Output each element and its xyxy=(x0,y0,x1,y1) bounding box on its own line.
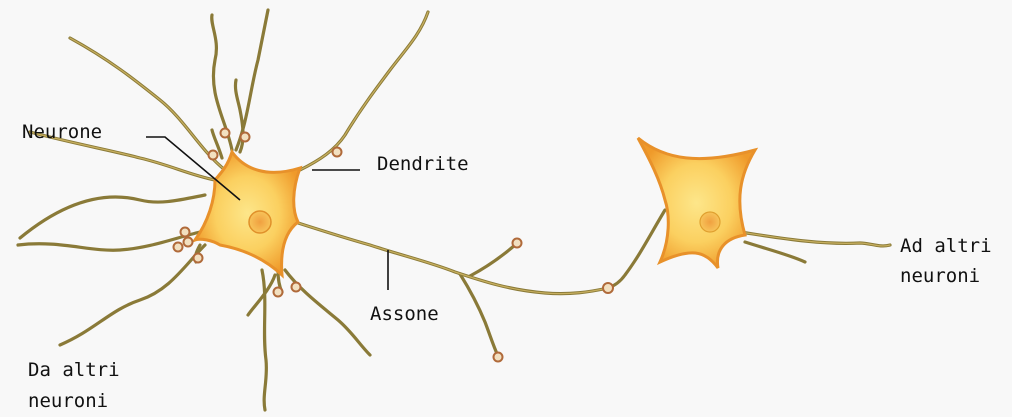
label-ad-altri-1: Ad altri xyxy=(900,235,992,257)
axon-main xyxy=(295,222,608,294)
synapse-terminal xyxy=(494,353,503,362)
dendrite-upper-left xyxy=(70,38,225,170)
synapse-terminal xyxy=(513,239,522,248)
label-ad-altri-2: neuroni xyxy=(900,265,980,287)
right-dendrite-2 xyxy=(745,242,805,262)
synapse-terminal xyxy=(181,228,190,237)
axon-branch-up xyxy=(470,245,515,276)
left-cell-body xyxy=(195,152,300,275)
axon-branch-down xyxy=(460,274,498,356)
left-neuron-soma xyxy=(195,152,300,275)
synapse-terminal xyxy=(603,283,613,293)
synapse-terminal xyxy=(174,243,183,252)
label-neurone: Neurone xyxy=(22,121,102,143)
synapse-terminal xyxy=(292,283,301,292)
axon xyxy=(295,222,608,356)
synapse-terminal xyxy=(333,148,342,157)
synapse-terminal xyxy=(241,133,250,142)
right-cell-body xyxy=(638,138,755,268)
label-dendrite: Dendrite xyxy=(377,153,469,175)
synapse-terminal xyxy=(209,151,218,160)
synapse-terminal xyxy=(194,254,203,263)
right-dendrite-3 xyxy=(608,210,665,288)
dendrite-upper-right xyxy=(300,12,428,170)
dendrite-top-2 xyxy=(236,10,268,150)
label-da-altri-2: neuroni xyxy=(28,390,108,412)
right-neuron xyxy=(608,138,890,288)
synapse-terminal xyxy=(221,129,230,138)
label-assone: Assone xyxy=(370,303,439,325)
right-nucleus xyxy=(700,212,720,232)
left-nucleus xyxy=(249,211,271,233)
dendrite-lower-left xyxy=(60,245,205,345)
dendrite-bottom-3 xyxy=(248,275,275,315)
synapse-terminal xyxy=(184,238,193,247)
dendrite-left-2 xyxy=(20,195,205,238)
synapse-terminal xyxy=(274,288,283,297)
label-da-altri-1: Da altri xyxy=(28,359,120,381)
